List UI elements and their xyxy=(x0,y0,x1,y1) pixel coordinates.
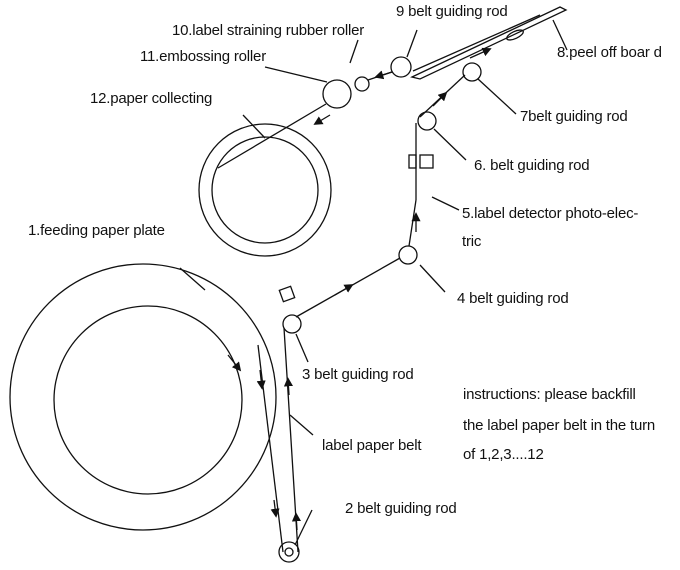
label-rod-7: 7belt guiding rod xyxy=(520,108,628,125)
instructions-line-3: of 1,2,3....12 xyxy=(463,446,544,463)
collecting-reel-outer xyxy=(198,123,332,257)
detector-right xyxy=(419,154,434,169)
embossing-roller xyxy=(322,79,352,109)
label-rod-3: 3 belt guiding rod xyxy=(302,366,414,383)
straining-roller xyxy=(354,76,370,92)
instructions-line-2: the label paper belt in the turn xyxy=(463,417,656,434)
label-rod-6: 6. belt guiding rod xyxy=(474,157,590,174)
collecting-reel-inner xyxy=(211,136,319,244)
label-paper-collecting: 12.paper collecting xyxy=(90,90,213,107)
rod-2 xyxy=(278,541,300,563)
rod-2-core xyxy=(284,547,294,557)
label-embossing-roller: 11.embossing roller xyxy=(140,48,266,65)
rod-3 xyxy=(282,314,302,334)
label-feeding-plate: 1.feeding paper plate xyxy=(28,222,165,239)
feeding-plate-outer xyxy=(9,263,277,531)
rod-4 xyxy=(398,245,418,265)
instructions-line-1: instructions: please backfill xyxy=(463,386,636,403)
rod-7 xyxy=(462,62,482,82)
label-detector-1: 5.label detector photo-elec- xyxy=(462,205,639,222)
rod-6 xyxy=(417,111,437,131)
detector-left xyxy=(408,154,417,169)
label-peel-board: 8.peel off boar d xyxy=(557,44,662,61)
label-paper-belt: label paper belt xyxy=(322,437,422,454)
rod-9 xyxy=(390,56,412,78)
label-straining-roller: 10.label straining rubber roller xyxy=(172,22,365,39)
label-rod-2: 2 belt guiding rod xyxy=(345,500,457,517)
label-rod-9: 9 belt guiding rod xyxy=(396,3,508,20)
label-detector-2: tric xyxy=(462,233,482,250)
guide-block xyxy=(278,285,296,303)
feeding-plate-inner xyxy=(53,305,243,495)
peel-board-roller xyxy=(506,29,524,41)
label-rod-4: 4 belt guiding rod xyxy=(457,290,569,307)
peel-board xyxy=(410,6,568,80)
